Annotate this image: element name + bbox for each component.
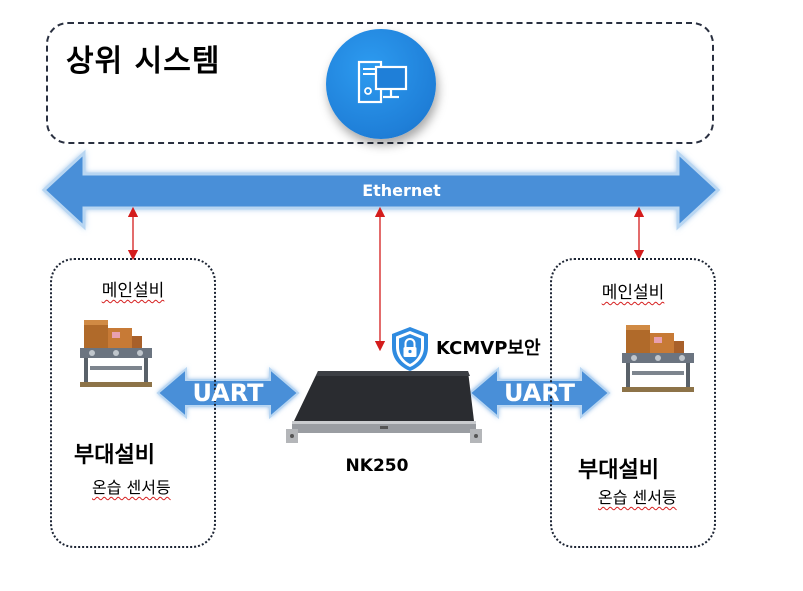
right-main-equipment-label: 메인설비: [601, 283, 665, 303]
left-sensor-label: 온습 센서등: [92, 478, 171, 497]
uart-arrow-right: [468, 366, 611, 420]
nk250-device-label: NK250: [345, 456, 409, 476]
left-auxiliary-equipment-label: 부대설비: [74, 443, 155, 468]
left-equipment-box: [50, 258, 216, 548]
upper-system-box: [46, 22, 714, 144]
right-equipment-box: [550, 258, 716, 548]
factory-equipment-right-image: [622, 325, 694, 392]
upper-system-node: [326, 29, 436, 139]
uart-label-left: UART: [192, 379, 264, 407]
lock-shield-icon: [392, 327, 428, 371]
uart-label-right: UART: [503, 379, 576, 407]
ethernet-bus-arrow: [41, 149, 721, 231]
right-auxiliary-equipment-label: 부대설비: [578, 458, 659, 483]
right-sensor-label: 온습 센서등: [598, 488, 677, 507]
computer-icon: [357, 60, 408, 104]
uart-arrow-left: [156, 366, 300, 420]
nk250-device-image: [286, 371, 482, 443]
left-main-equipment-label: 메인설비: [101, 281, 165, 301]
kcmvp-security-label: KCMVP보안: [436, 338, 541, 359]
ethernet-label: Ethernet: [362, 181, 441, 200]
upper-system-title: 상위 시스템: [66, 44, 221, 79]
factory-equipment-left-image: [80, 320, 152, 387]
